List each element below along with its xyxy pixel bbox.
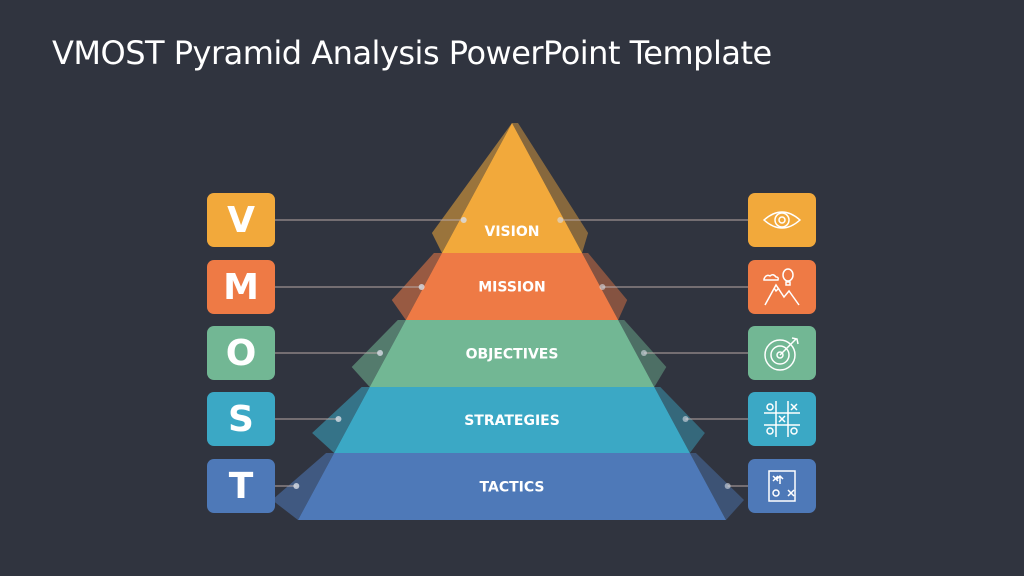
pyramid-side-right <box>654 387 705 453</box>
target-arrow-icon <box>764 337 799 371</box>
tactics-board-icon <box>768 470 796 502</box>
letter-box-t: T <box>207 459 275 513</box>
pyramid-band-objectives <box>369 320 655 387</box>
connector-dot <box>460 217 467 223</box>
letter-box-o: O <box>207 326 275 380</box>
connector-dot <box>724 483 731 489</box>
pyramid-band-mission <box>405 253 619 320</box>
band-label: OBJECTIVES <box>466 347 559 363</box>
pyramid-band-vision <box>441 123 583 253</box>
mountain-balloon-icon <box>763 268 800 306</box>
band-label: MISSION <box>478 280 546 296</box>
pyramid-band-strategies <box>334 387 690 453</box>
connector-dot <box>377 350 384 356</box>
letter-box-m: M <box>207 260 275 314</box>
letter-box-v: V <box>207 193 275 247</box>
connector-dot <box>335 416 342 422</box>
connector-dot <box>599 284 606 290</box>
pyramid-side-left <box>272 453 335 520</box>
connector-dot <box>418 284 425 290</box>
tic-tac-toe-icon <box>764 401 800 437</box>
band-label: VISION <box>485 224 540 240</box>
connector-dot <box>293 483 300 489</box>
connector-dot <box>682 416 689 422</box>
letter-box-s: S <box>207 392 275 446</box>
slide-title: VMOST Pyramid Analysis PowerPoint Templa… <box>52 34 772 72</box>
band-label: TACTICS <box>480 480 545 496</box>
pyramid-band-tactics <box>298 453 726 520</box>
connector-dot <box>557 217 564 223</box>
pyramid-side-right <box>689 453 744 520</box>
band-label: STRATEGIES <box>464 413 560 429</box>
eye-icon <box>762 211 802 229</box>
connector-dot <box>640 350 647 356</box>
